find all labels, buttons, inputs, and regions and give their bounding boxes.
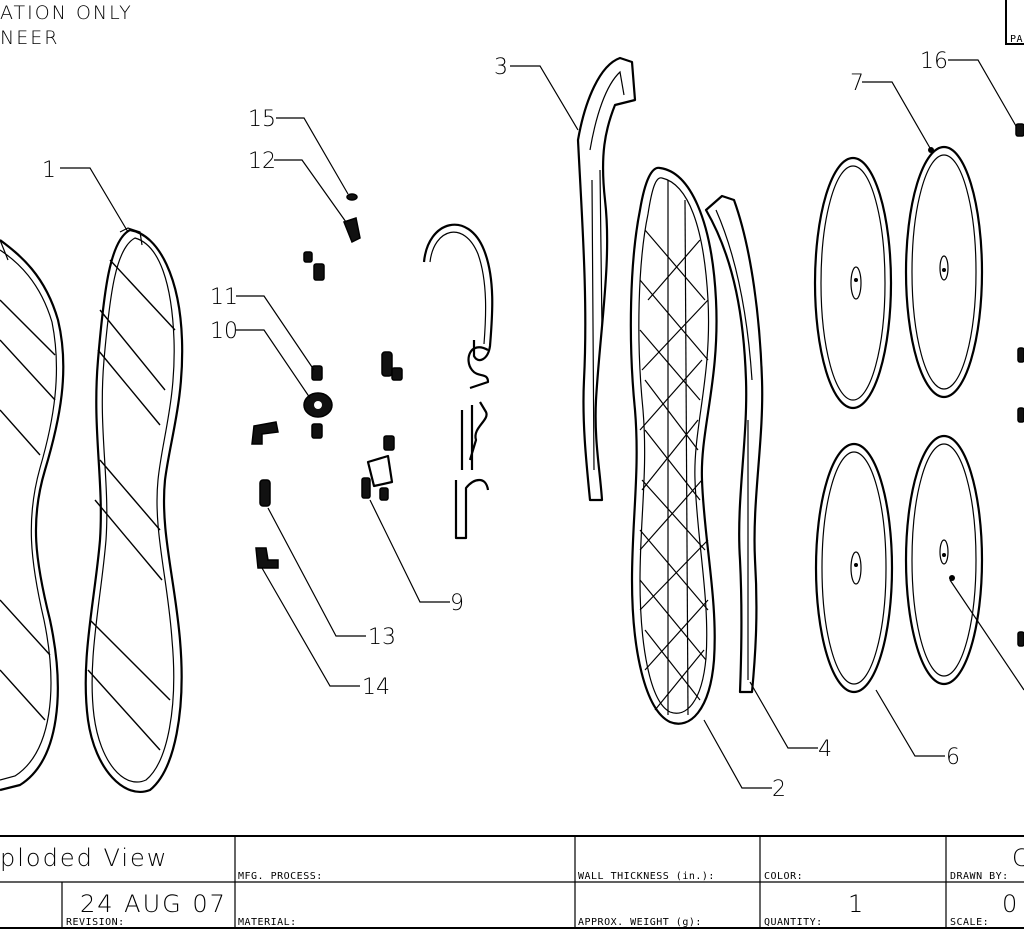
part-1-left-shell — [0, 239, 65, 792]
callout-numbers: 1 2 3 4 6 7 9 10 11 12 13 14 15 16 — [42, 49, 960, 802]
approx-weight-label: APPROX. WEIGHT (g): — [578, 917, 702, 928]
part-1-shell — [84, 227, 184, 793]
callout-12: 12 — [248, 149, 276, 174]
scale-value: 0 — [1002, 890, 1019, 918]
drawn-by-value: C — [1012, 844, 1024, 872]
view-title: ploded View — [0, 844, 168, 872]
callout-3: 3 — [494, 55, 508, 80]
part-3-frame-bar — [576, 56, 637, 502]
quantity-value: 1 — [848, 890, 865, 918]
corner-box: PA — [1005, 0, 1024, 45]
part-4-side-bar — [704, 194, 764, 694]
callout-6: 6 — [946, 745, 960, 770]
revision-label: REVISION: — [66, 917, 125, 928]
callout-13: 13 — [368, 625, 396, 650]
callout-15: 15 — [248, 107, 276, 132]
leader-lines — [0, 59, 1024, 789]
part-6-lens-lower-left — [814, 442, 894, 694]
callout-10: 10 — [210, 319, 238, 344]
callout-11: 11 — [210, 285, 238, 310]
color-label: COLOR: — [764, 871, 803, 882]
callout-7: 7 — [850, 71, 864, 96]
callout-1: 1 — [42, 158, 56, 183]
part-7-lens-upper-right — [904, 145, 984, 399]
callout-16: 16 — [920, 49, 948, 74]
material-label: MATERIAL: — [238, 917, 297, 928]
part-7-lens-upper-left — [813, 156, 893, 410]
part-16-fasteners — [1015, 123, 1024, 647]
callout-9: 9 — [450, 591, 464, 616]
hardware-parts — [251, 193, 494, 569]
scale-label: SCALE: — [950, 917, 989, 928]
drawn-by-label: DRAWN BY: — [950, 871, 1009, 882]
wall-thickness-label: WALL THICKNESS (in.): — [578, 871, 715, 882]
part-6-lens-lower-right — [904, 434, 984, 686]
mfg-process-label: MFG. PROCESS: — [238, 871, 323, 882]
callout-4: 4 — [818, 737, 832, 762]
quantity-label: QUANTITY: — [764, 917, 823, 928]
date-value: 24 AUG 07 — [80, 890, 227, 918]
header-note-line2: NEER — [0, 27, 59, 49]
header-note-line1: ATION ONLY — [0, 2, 133, 24]
title-block: ploded View 24 AUG 07 REVISION: MFG. PRO… — [0, 835, 1024, 929]
callout-2: 2 — [772, 777, 786, 802]
callout-14: 14 — [362, 675, 390, 700]
corner-label: PA — [1010, 34, 1023, 45]
part-2-lattice-frame — [629, 166, 718, 725]
